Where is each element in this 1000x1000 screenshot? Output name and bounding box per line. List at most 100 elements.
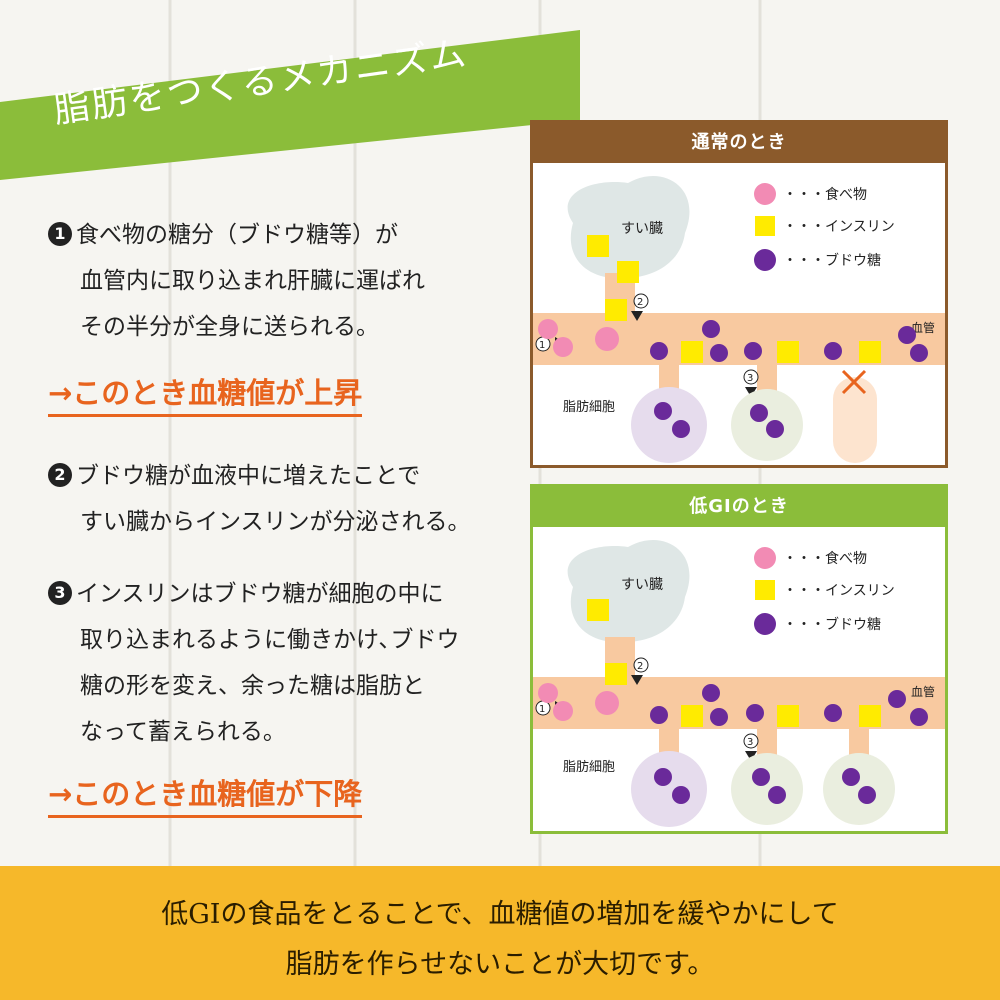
glucose-icon <box>672 420 690 438</box>
step-3-line-3: 糖の形を変え、余った糖は脂肪と <box>80 673 425 699</box>
legend-insulin: ・・・インスリン <box>783 219 895 235</box>
square-icon <box>755 580 775 600</box>
insulin-square <box>777 705 799 727</box>
glucose-icon <box>650 706 668 724</box>
panel-lowgi-title: 低GIのとき <box>533 487 945 527</box>
arrow-down <box>631 675 643 685</box>
marker-2-label: 2 <box>637 297 643 308</box>
result-fall: →このとき血糖値が下降 <box>48 771 363 818</box>
fat-cell <box>823 753 895 825</box>
glucose-icon <box>750 404 768 422</box>
marker-3-label: 3 <box>747 373 753 384</box>
glucose-icon <box>710 708 728 726</box>
glucose-icon <box>910 708 928 726</box>
step-1-line-3: その半分が全身に送られる。 <box>80 314 379 340</box>
arrow-down <box>745 387 757 397</box>
bottom-message: 低GIの食品をとることで、血糖値の増加を緩やかにして 脂肪を作らせないことが大切… <box>0 866 1000 1000</box>
glucose-icon <box>672 786 690 804</box>
step-3-line-1: インスリンはブドウ糖が細胞の中に <box>76 581 444 607</box>
blood-vessel <box>533 677 945 729</box>
blocked-cell <box>833 377 877 463</box>
marker-3-label: 3 <box>747 737 753 748</box>
step-2-line-1: ブドウ糖が血液中に増えたことで <box>76 463 421 489</box>
arrow-down <box>631 311 643 321</box>
vessel-label: 血管 <box>911 320 935 335</box>
bottom-line-1: 低GIの食品をとることで、血糖値の増加を緩やかにして <box>161 899 839 930</box>
marker-1-label: 1 <box>539 704 545 715</box>
insulin-square <box>587 235 609 257</box>
fat-cell-label: 脂肪細胞 <box>563 399 615 415</box>
insulin-square <box>859 705 881 727</box>
glucose-icon <box>768 786 786 804</box>
food-icon <box>553 337 573 357</box>
circle-icon <box>754 249 776 271</box>
food-icon <box>595 691 619 715</box>
glucose-icon <box>766 420 784 438</box>
square-icon <box>755 216 775 236</box>
fat-cell <box>731 753 803 825</box>
food-icon <box>595 327 619 351</box>
panel-normal: 通常のとき すい臓 ・・・食べ物 ・・・インスリン ・・・ブドウ糖 血管 2 1 <box>530 120 948 468</box>
panel-lowgi: 低GIのとき すい臓 ・・・食べ物 ・・・インスリン ・・・ブドウ糖 血管 2 … <box>530 484 948 834</box>
diagram-normal: すい臓 ・・・食べ物 ・・・インスリン ・・・ブドウ糖 血管 2 1 <box>533 176 945 463</box>
glucose-icon <box>702 320 720 338</box>
diagram-lowgi: すい臓 ・・・食べ物 ・・・インスリン ・・・ブドウ糖 血管 2 1 3 <box>533 540 945 827</box>
glucose-icon <box>824 342 842 360</box>
marker-3 <box>743 369 759 385</box>
glucose-icon <box>654 402 672 420</box>
insulin-square <box>681 705 703 727</box>
bottom-line-2: 脂肪を作らせないことが大切です。 <box>285 949 715 980</box>
arrow-down <box>745 751 757 761</box>
glucose-icon <box>858 786 876 804</box>
marker-2 <box>633 657 649 673</box>
legend-food: ・・・食べ物 <box>783 550 867 567</box>
step-3-line-4: なって蓄えられる。 <box>80 719 286 745</box>
glucose-icon <box>744 342 762 360</box>
step-3-line-2: 取り込まれるように働きかけ､ブドウ <box>80 627 460 653</box>
step-2-badge: 2 <box>48 463 72 487</box>
food-icon <box>553 701 573 721</box>
result-rise: →このとき血糖値が上昇 <box>48 370 363 417</box>
step-1-badge: 1 <box>48 222 72 246</box>
insulin-square <box>681 341 703 363</box>
glucose-icon <box>752 768 770 786</box>
insulin-square <box>859 341 881 363</box>
glucose-icon <box>910 344 928 362</box>
flower-icon <box>754 183 776 205</box>
cross-mark <box>841 369 867 395</box>
glucose-icon <box>702 684 720 702</box>
marker-2 <box>633 293 649 309</box>
insulin-square <box>605 663 627 685</box>
fat-cell-label: 脂肪細胞 <box>563 759 615 775</box>
fat-cell <box>631 387 707 463</box>
glucose-icon <box>650 342 668 360</box>
glucose-icon <box>888 690 906 708</box>
panel-normal-title: 通常のとき <box>533 123 945 163</box>
legend-glucose: ・・・ブドウ糖 <box>783 616 881 633</box>
glucose-icon <box>710 344 728 362</box>
circle-icon <box>754 613 776 635</box>
pancreas-label: すい臓 <box>621 221 663 237</box>
vessel-label: 血管 <box>911 684 935 699</box>
insulin-square <box>587 599 609 621</box>
glucose-icon <box>842 768 860 786</box>
food-icon <box>538 683 558 703</box>
step-3-badge: 3 <box>48 581 72 605</box>
flower-icon <box>754 547 776 569</box>
step-1-line-2: 血管内に取り込まれ肝臓に運ばれ <box>80 268 425 294</box>
pancreas-label: すい臓 <box>621 577 663 593</box>
insulin-square <box>777 341 799 363</box>
glucose-icon <box>746 704 764 722</box>
insulin-square <box>617 261 639 283</box>
legend-food: ・・・食べ物 <box>783 186 867 203</box>
glucose-icon <box>898 326 916 344</box>
fat-cell <box>631 751 707 827</box>
blood-vessel <box>533 313 945 365</box>
insulin-square <box>605 299 627 321</box>
marker-2-label: 2 <box>637 661 643 672</box>
step-1-line-1: 食べ物の糖分（ブドウ糖等）が <box>76 222 398 248</box>
